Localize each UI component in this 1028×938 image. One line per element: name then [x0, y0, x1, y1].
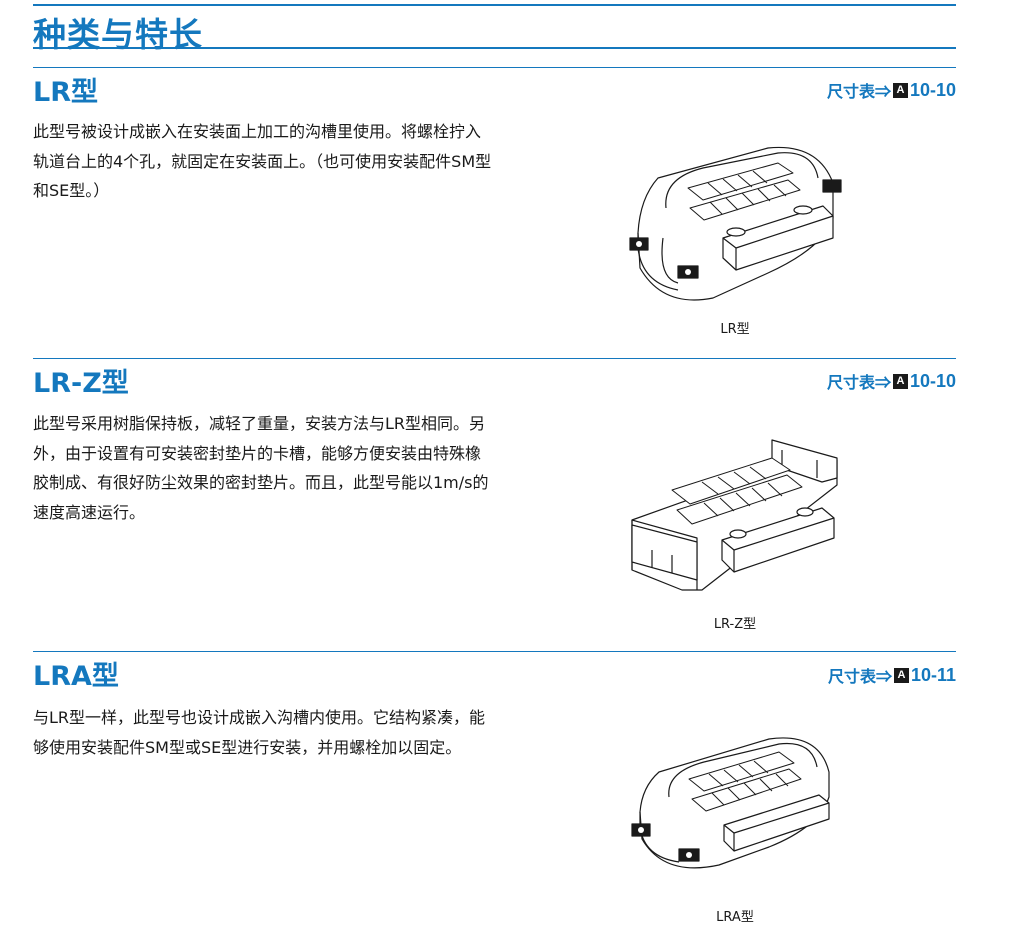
section-description-lra: 与LR型一样，此型号也设计成嵌入沟槽内使用。它结构紧凑，能够使用安装配件SM型或…: [33, 708, 486, 757]
section-title-lra: LRA型: [33, 661, 119, 692]
section-divider: [33, 358, 956, 359]
ref-page-number: 10-10: [909, 79, 956, 100]
section-divider: [33, 67, 956, 68]
section-a-badge-icon: A: [893, 667, 909, 683]
section-title-lr-z: LR-Z型: [33, 368, 129, 399]
figure-caption-lr: LR型: [720, 322, 750, 337]
section-a-badge-icon: A: [892, 373, 908, 389]
section-title-lr: LR型: [33, 77, 98, 108]
ref-page-number: 10-10: [909, 370, 956, 391]
ref-page-number: 10-11: [910, 664, 956, 685]
lr-z-roller-guide-illustration: [631, 439, 838, 591]
figure-caption-lra: LRA型: [716, 910, 754, 925]
lra-roller-guide-illustration: [631, 737, 830, 869]
figure-caption-lr-z: LR-Z型: [713, 617, 757, 632]
ref-prefix: 尺寸表⇒: [827, 669, 892, 686]
section-description-lr-z: 此型号采用树脂保持板，减轻了重量，安装方法与LR型相同。另外，由于设置有可安装密…: [33, 414, 489, 522]
title-underline: [33, 47, 956, 49]
dimension-table-link-lra[interactable]: 尺寸表⇒ A 10-11: [828, 663, 956, 687]
ref-prefix: 尺寸表⇒: [826, 84, 891, 101]
top-rule: [33, 4, 956, 6]
dimension-table-link-lr[interactable]: 尺寸表⇒ A 10-10: [827, 78, 956, 102]
lr-roller-guide-illustration: [629, 146, 842, 301]
ref-prefix: 尺寸表⇒: [826, 375, 891, 392]
section-divider: [33, 651, 956, 652]
dimension-table-link-lr-z[interactable]: 尺寸表⇒ A 10-10: [827, 369, 956, 393]
section-description-lr: 此型号被设计成嵌入在安装面上加工的沟槽里使用。将螺栓拧入轨道台上的4个孔，就固定…: [33, 122, 492, 200]
section-a-badge-icon: A: [892, 82, 908, 98]
